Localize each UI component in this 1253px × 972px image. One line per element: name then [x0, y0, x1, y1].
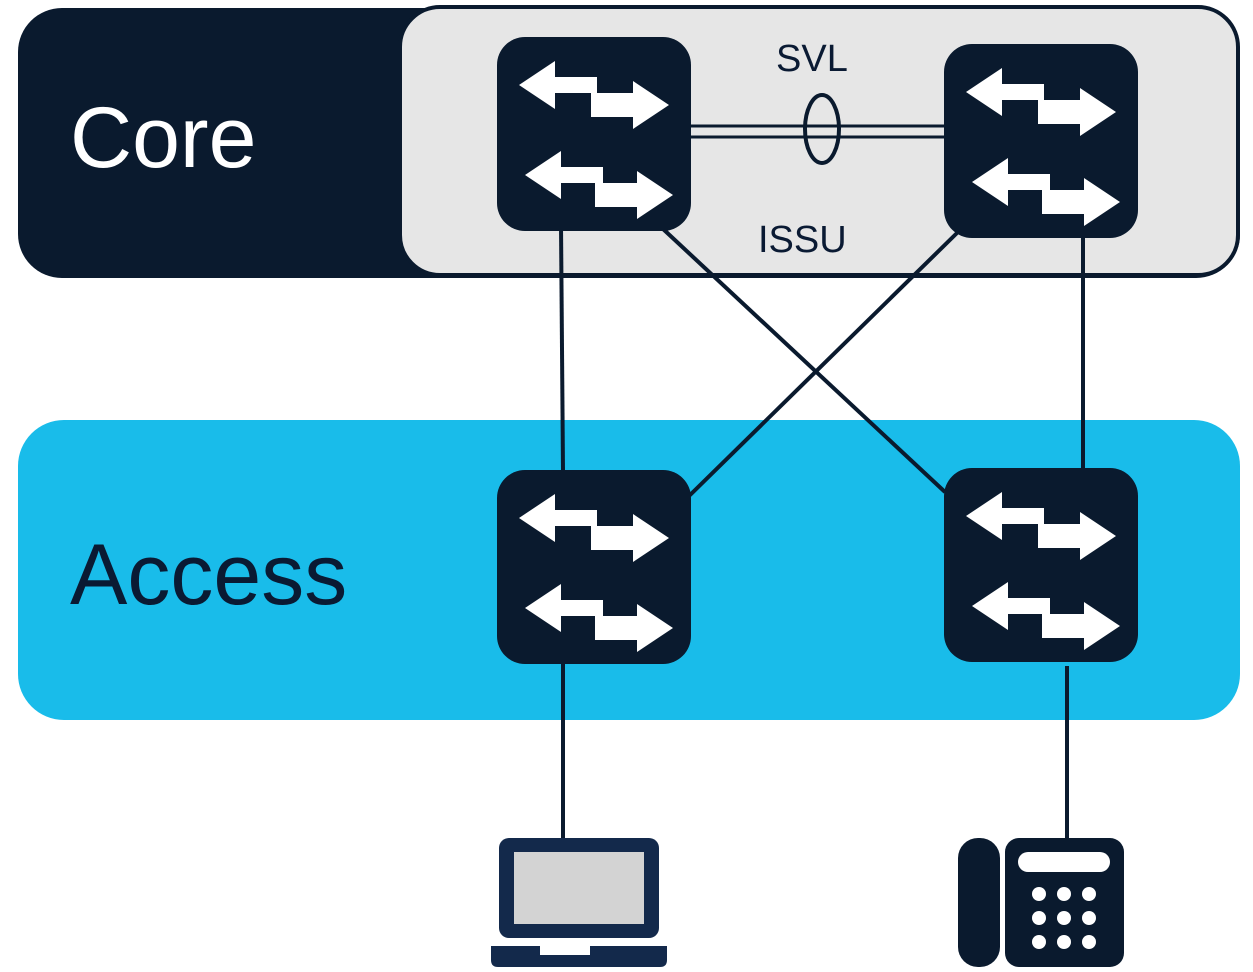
- ip-phone-icon: [958, 838, 1124, 967]
- core-layer-label: Core: [70, 90, 257, 186]
- svl-bundle-ellipse: [803, 93, 841, 165]
- laptop-icon: [491, 838, 667, 967]
- access-layer-label: Access: [70, 527, 348, 623]
- issu-label: ISSU: [758, 219, 847, 261]
- core-switch-left-icon: [497, 37, 691, 231]
- access-switch-left-icon: [497, 470, 691, 664]
- svl-link: [690, 93, 946, 165]
- uplink-cross-right-to-left: [686, 230, 960, 499]
- uplink-left-vertical: [559, 224, 565, 473]
- uplink-lines: [559, 224, 1085, 838]
- core-switch-right-icon: [944, 44, 1138, 238]
- access-switch-right-icon: [944, 468, 1138, 662]
- uplink-cross-left-to-right: [660, 226, 947, 494]
- svl-link-label: SVL: [776, 38, 848, 80]
